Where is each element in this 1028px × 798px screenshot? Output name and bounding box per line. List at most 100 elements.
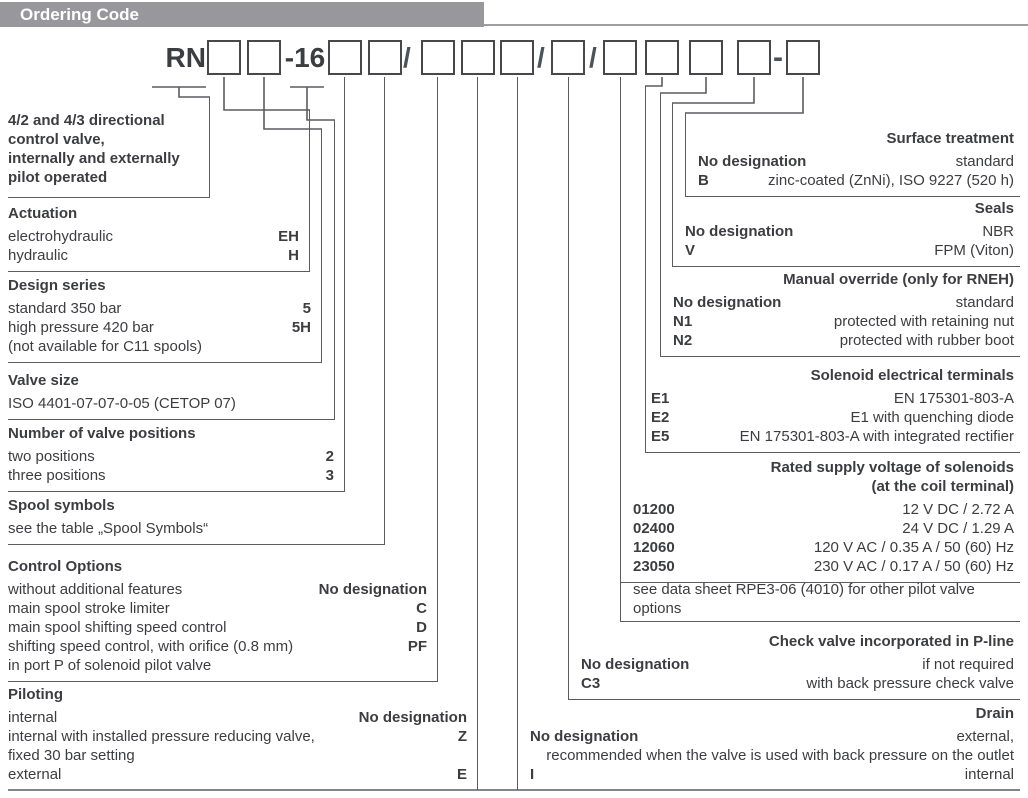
block-title: Design series bbox=[8, 277, 106, 294]
section-header-bar: Ordering Code bbox=[0, 2, 484, 27]
option-code: No designation bbox=[318, 581, 427, 598]
block-title: Drain bbox=[975, 705, 1014, 722]
block-surface-treatment: Surface treatment No designation standar… bbox=[685, 113, 1020, 197]
option-row: three positions 3 bbox=[8, 466, 334, 485]
option-code: N2 bbox=[673, 332, 693, 349]
block-title-line: pilot operated bbox=[8, 169, 108, 186]
option-row: main spool shifting speed control D bbox=[8, 618, 427, 637]
option-row: standard 350 bar 5 bbox=[8, 299, 311, 318]
option-code: C bbox=[416, 600, 427, 617]
option-label: main spool stroke limiter bbox=[8, 600, 170, 617]
option-code: 2 bbox=[325, 448, 334, 465]
option-code: H bbox=[288, 247, 299, 264]
option-row: N1 protected with retaining nut bbox=[673, 312, 1014, 331]
option-label: 120 V AC / 0.35 A / 50 (60) Hz bbox=[813, 539, 1014, 556]
block-title-line: internally and externally bbox=[8, 150, 180, 167]
block-title-line: (at the coil terminal) bbox=[871, 478, 1014, 495]
option-code: D bbox=[416, 619, 427, 636]
code-fixed-size: -16 bbox=[284, 42, 326, 73]
code-slash-3: / bbox=[589, 42, 597, 73]
code-slash-2: / bbox=[537, 42, 545, 73]
option-row: recommended when the valve is used with … bbox=[530, 746, 1014, 765]
option-label: protected with retaining nut bbox=[833, 313, 1014, 330]
option-code: No designation bbox=[581, 656, 690, 673]
option-label: 230 V AC / 0.17 A / 50 (60) Hz bbox=[813, 558, 1014, 575]
option-row: No designation external, bbox=[530, 727, 1014, 746]
option-row: main spool stroke limiter C bbox=[8, 599, 427, 618]
code-prefix: RN bbox=[165, 42, 206, 73]
option-row: No designation NBR bbox=[685, 222, 1014, 241]
option-code: No designation bbox=[358, 709, 467, 726]
option-row: 02400 24 V DC / 1.29 A bbox=[633, 519, 1014, 538]
option-row: internal with installed pressure reducin… bbox=[8, 727, 467, 746]
option-code: E1 bbox=[651, 390, 670, 407]
block-title-line: 4/2 and 4/3 directional bbox=[8, 112, 165, 129]
option-row: (not available for C11 spools) bbox=[8, 337, 311, 356]
option-label: EN 175301-803-A bbox=[893, 390, 1014, 407]
option-code: No designation bbox=[673, 294, 782, 311]
option-label: internal bbox=[964, 766, 1014, 783]
option-label: recommended when the valve is used with … bbox=[546, 747, 1014, 764]
option-label: 12 V DC / 2.72 A bbox=[902, 501, 1014, 518]
block-manual-override: Manual override (only for RNEH) No desig… bbox=[660, 93, 1020, 357]
option-row: internal No designation bbox=[8, 708, 467, 727]
option-code: 12060 bbox=[633, 539, 675, 556]
block-title: Valve size bbox=[8, 372, 79, 389]
option-label: 24 V DC / 1.29 A bbox=[902, 520, 1014, 537]
option-label: FPM (Viton) bbox=[934, 242, 1014, 259]
option-row: electrohydraulic EH bbox=[8, 227, 299, 246]
option-code: Z bbox=[457, 728, 467, 745]
option-code: E5 bbox=[651, 428, 670, 445]
option-label: external, bbox=[956, 728, 1014, 745]
option-label: electrohydraulic bbox=[8, 228, 114, 245]
block-valve-size: Valve size ISO 4401-07-07-0-05 (CETOP 07… bbox=[8, 120, 335, 420]
option-label: main spool shifting speed control bbox=[8, 619, 227, 636]
code-dash: - bbox=[773, 41, 783, 74]
option-row: E2 E1 with quenching diode bbox=[651, 408, 1014, 427]
code-box-seals bbox=[737, 40, 771, 75]
code-box-design-series bbox=[247, 40, 281, 75]
block-valve-positions: Number of valve positions two positions … bbox=[8, 77, 345, 492]
option-row: external E bbox=[8, 765, 467, 784]
option-label: protected with rubber boot bbox=[839, 332, 1014, 349]
option-label: if not required bbox=[922, 656, 1014, 673]
option-row: 12060 120 V AC / 0.35 A / 50 (60) Hz bbox=[633, 538, 1014, 557]
block-actuation: Actuation electrohydraulic EH hydraulic … bbox=[8, 110, 310, 272]
block-title: Control Options bbox=[8, 558, 123, 575]
option-row: without additional features No designati… bbox=[8, 580, 427, 599]
block-piloting: Piloting internal No designation interna… bbox=[8, 77, 478, 790]
option-code: EH bbox=[278, 228, 299, 245]
option-row: I internal bbox=[530, 765, 1014, 784]
option-code: V bbox=[685, 242, 696, 259]
block-design-series: Design series standard 350 bar 5 high pr… bbox=[8, 129, 322, 363]
option-label: three positions bbox=[8, 467, 106, 484]
pilot-valve-note: see data sheet RPE3-06 (4010) for other … bbox=[620, 581, 1020, 622]
code-box-actuation bbox=[207, 40, 241, 75]
block-check-valve: Check valve incorporated in P-line No de… bbox=[568, 77, 1020, 700]
block-title: Surface treatment bbox=[886, 130, 1014, 147]
option-label: internal bbox=[8, 709, 58, 726]
option-code: No designation bbox=[530, 728, 639, 745]
code-box-piloting bbox=[461, 40, 495, 75]
block-control-options: Control Options without additional featu… bbox=[8, 77, 438, 682]
option-label: high pressure 420 bar bbox=[8, 319, 154, 336]
option-row: high pressure 420 bar 5H bbox=[8, 318, 311, 337]
block-title: Solenoid electrical terminals bbox=[810, 367, 1014, 384]
code-box-positions bbox=[328, 40, 362, 75]
block-drain: Drain No designation external, recommend… bbox=[517, 77, 1020, 790]
code-box-check-valve bbox=[551, 40, 585, 75]
option-label: hydraulic bbox=[8, 247, 69, 264]
option-code: I bbox=[530, 766, 535, 783]
option-code: 5 bbox=[302, 300, 311, 317]
code-box-drain bbox=[500, 40, 534, 75]
block-title: Spool symbols bbox=[8, 497, 115, 514]
option-code: 23050 bbox=[633, 558, 675, 575]
code-box-control-options bbox=[421, 40, 455, 75]
note-text: see data sheet RPE3-06 (4010) for other … bbox=[633, 581, 975, 617]
option-code: B bbox=[698, 172, 709, 189]
page-title: Ordering Code bbox=[20, 5, 140, 24]
option-row: in port P of solenoid pilot valve bbox=[8, 656, 427, 675]
option-row: V FPM (Viton) bbox=[685, 241, 1014, 260]
block-valve-type: 4/2 and 4/3 directional control valve, i… bbox=[8, 97, 210, 198]
option-row: B zinc-coated (ZnNi), ISO 9227 (520 h) bbox=[698, 171, 1014, 190]
